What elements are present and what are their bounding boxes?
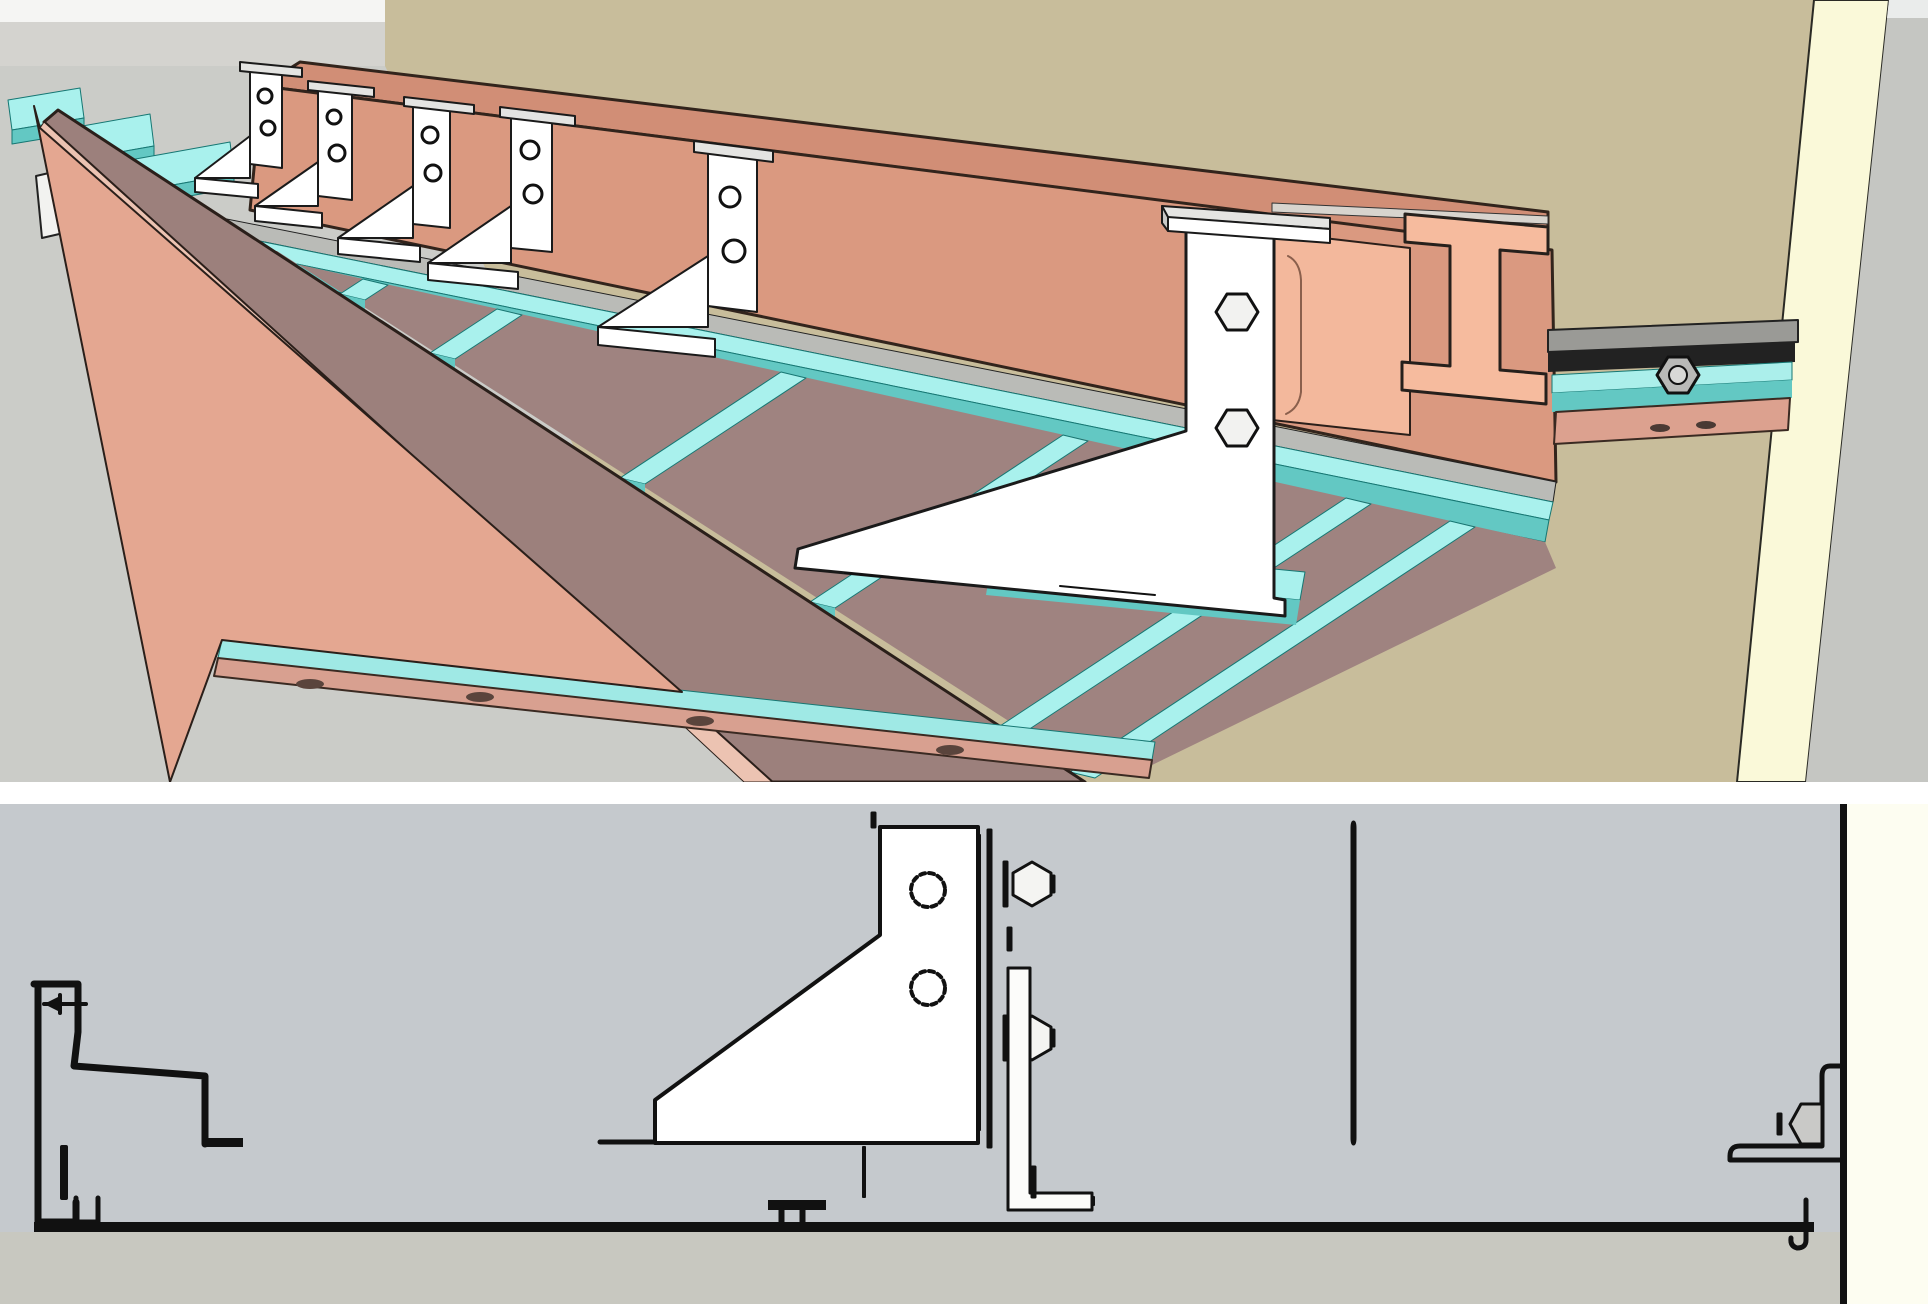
view-2d-section xyxy=(0,782,1928,1304)
bracket-2-hole-bottom xyxy=(327,143,347,163)
bracket-5-hole-top xyxy=(718,185,742,209)
edge-angle-bolt-hex xyxy=(1788,1102,1824,1146)
baseline-end-hook xyxy=(1788,1197,1809,1251)
beam-left-flange xyxy=(986,828,993,1149)
understructure-flange xyxy=(213,657,1153,779)
section-bracket-hole-bottom xyxy=(909,969,947,1007)
view-3d-perspective xyxy=(0,0,1928,784)
beam-right-flange xyxy=(1350,820,1357,1146)
bracket-1-upright xyxy=(249,69,283,169)
underboard-nut-right xyxy=(799,1208,806,1226)
bracket-1-hole-top xyxy=(256,87,274,105)
bracket-3-hole-bottom xyxy=(423,163,443,183)
beam-side-face xyxy=(1271,231,1411,436)
rail-bolt-core xyxy=(1668,365,1688,385)
section-bracket-cap xyxy=(870,811,877,829)
shim-plate xyxy=(977,834,981,1131)
foot-void-panel xyxy=(862,1146,866,1198)
flange-hole-1 xyxy=(296,679,324,689)
bracket-5-hole-bottom xyxy=(721,238,747,264)
underboard-fixing-plate xyxy=(768,1200,826,1210)
bolt-bottom-stud xyxy=(1049,1028,1056,1048)
bolt-top-stud xyxy=(1049,874,1056,894)
top-white-band xyxy=(0,0,385,22)
bracket-main-leg-tab-2 xyxy=(1059,585,1156,596)
rail-gray-bar xyxy=(1547,319,1799,353)
right-border-line xyxy=(1840,804,1847,1304)
hanger-angle xyxy=(1006,966,1094,1212)
underboard-stem xyxy=(788,1224,806,1230)
left-insulation-board xyxy=(60,1145,68,1200)
joist-2-top xyxy=(619,371,807,485)
flange-hole-4 xyxy=(936,745,964,755)
right-gray-region xyxy=(1806,0,1928,782)
beam-end-profile xyxy=(1400,212,1550,406)
bracket-4-leg xyxy=(427,262,519,290)
bolt-top-hex xyxy=(1011,860,1053,908)
bolt-top-washer xyxy=(1002,860,1009,908)
board-top-clip xyxy=(205,1138,243,1147)
bracket-1-leg xyxy=(194,177,259,199)
deck-panel-field xyxy=(233,250,1556,770)
baseline-sheet xyxy=(34,1222,1814,1232)
upper-left-gray xyxy=(0,22,385,66)
rail-pink-angle xyxy=(1553,397,1791,445)
bracket-main-hex-bolt-bottom xyxy=(1214,408,1260,448)
bracket-3-cap xyxy=(403,96,475,115)
flange-hole-2 xyxy=(466,692,494,702)
bracket-1-hole-bottom xyxy=(259,119,277,137)
bracket-2-hole-top xyxy=(325,108,343,126)
ivory-right-panel xyxy=(1846,804,1928,1304)
j-trim-inner-profile xyxy=(30,980,209,1148)
bracket-4-hole-top xyxy=(519,139,541,161)
bracket-2-leg xyxy=(254,205,323,229)
flange-hole-3 xyxy=(686,716,714,726)
liner-sheet xyxy=(1091,1196,1095,1206)
beam-web xyxy=(1006,926,1013,952)
bracket-5-upright xyxy=(707,151,758,313)
joist-5-top xyxy=(1069,520,1476,779)
bracket-2-cap xyxy=(307,80,375,98)
rail-slot-1 xyxy=(1650,424,1670,432)
bracket-5-leg xyxy=(597,326,716,358)
corner-light-band xyxy=(1887,0,1928,18)
separator-band xyxy=(0,782,1928,804)
bracket-main-hex-bolt-top xyxy=(1214,292,1260,332)
rail-cyan-side xyxy=(1552,380,1792,412)
bracket-5-cap xyxy=(693,140,774,163)
bracket-main-body xyxy=(793,226,1287,618)
bracket-4-cap xyxy=(499,106,576,127)
section-bracket-hole-top xyxy=(909,871,947,909)
edge-angle-bolt-washer xyxy=(1776,1112,1783,1136)
beam-web-fillet-line xyxy=(1285,255,1302,415)
section-bottom-strip xyxy=(0,1232,1846,1304)
coping-outer-face xyxy=(33,105,683,783)
bracket-1-cap xyxy=(239,61,303,78)
bracket-3-hole-top xyxy=(420,125,440,145)
underboard-nut-left xyxy=(778,1208,785,1226)
bracket-4-hole-bottom xyxy=(522,183,544,205)
bracket-main-cap-side xyxy=(1161,205,1169,232)
section-bracket-body xyxy=(653,825,980,1145)
bracket-3-leg xyxy=(337,237,421,263)
rail-slot-2 xyxy=(1696,421,1716,429)
edge-angle-right xyxy=(1727,1063,1843,1163)
bracket-main-leg-tab-1 xyxy=(844,572,936,583)
right-insulation-board xyxy=(1030,1165,1037,1199)
